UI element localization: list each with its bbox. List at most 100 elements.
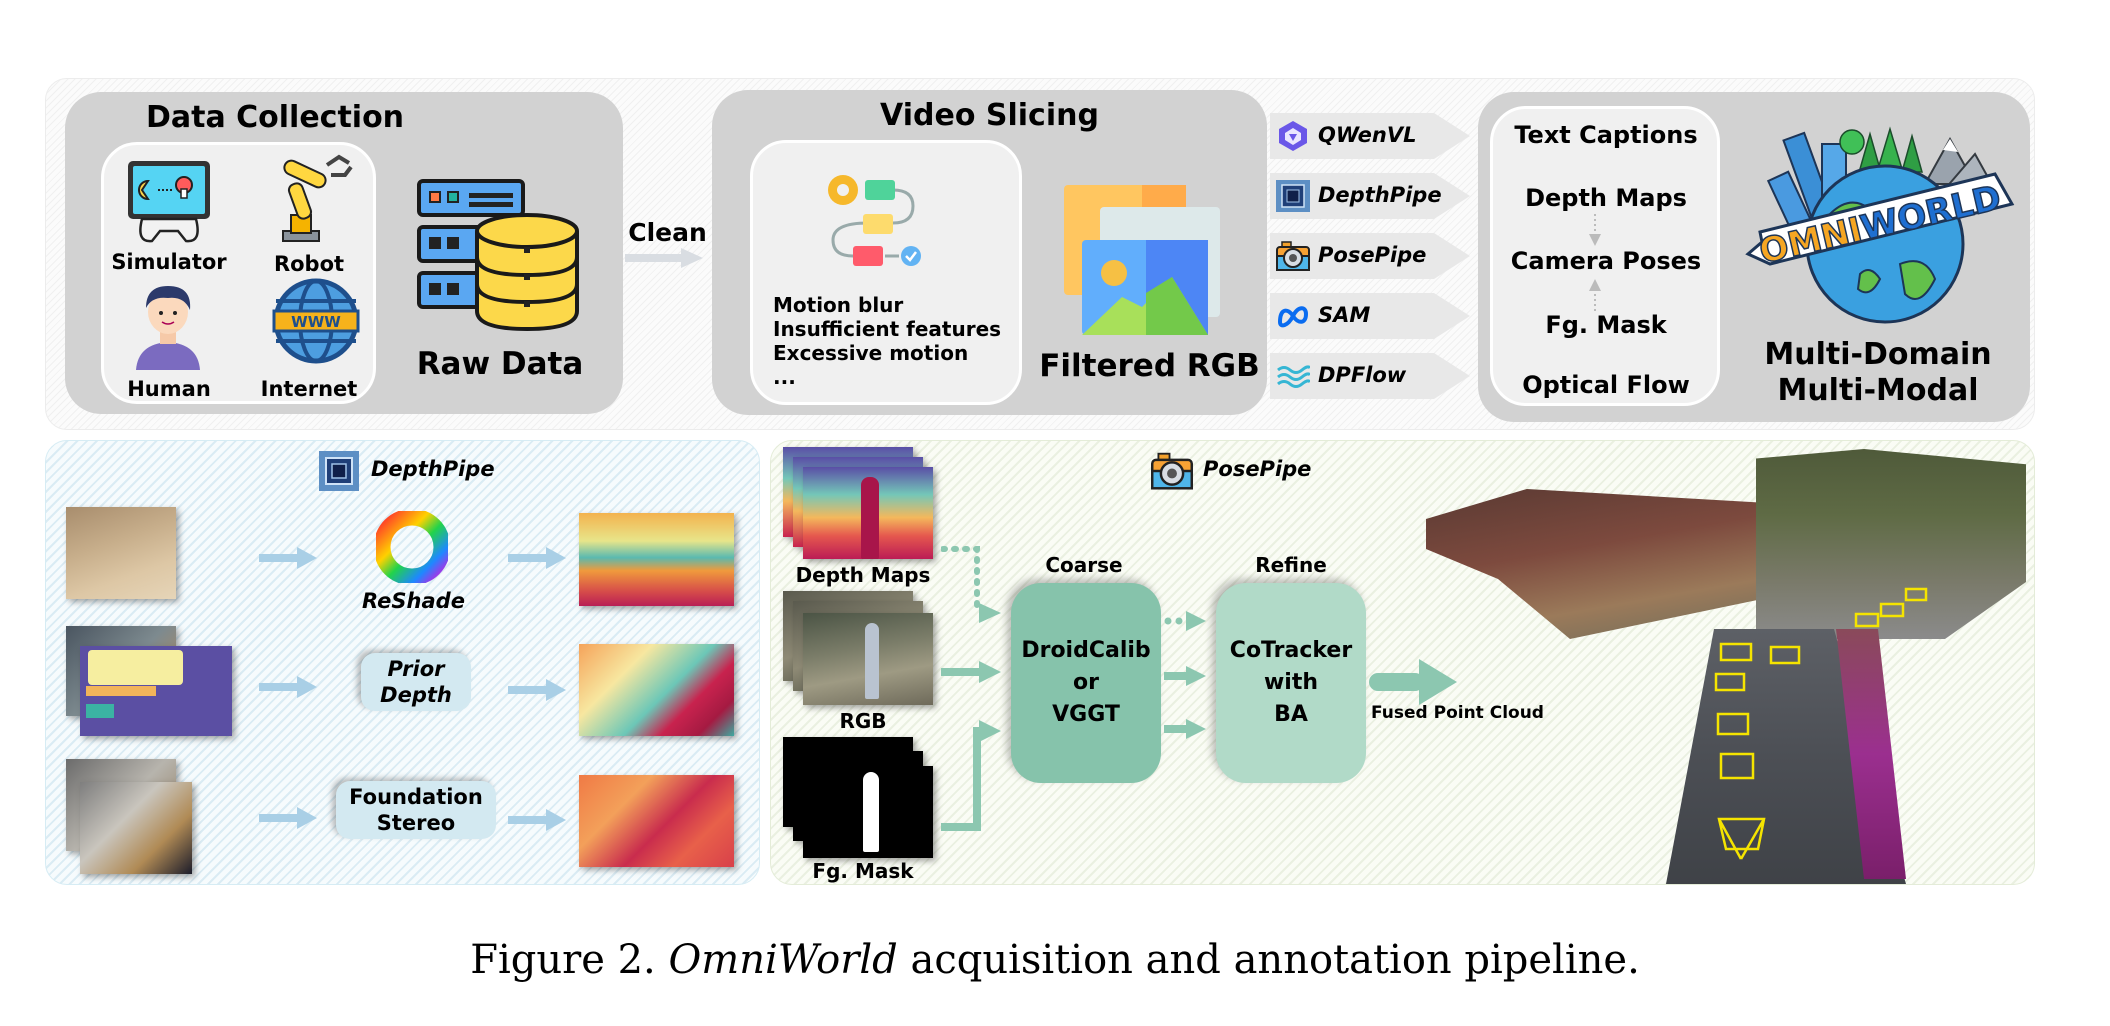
data-collection-box: Data Collection Simulator Robot	[65, 92, 623, 414]
criterion-item: Excessive motion	[773, 341, 969, 365]
tool-sam: SAM	[1270, 293, 1470, 339]
tool-depthpipe: DepthPipe	[1270, 173, 1470, 219]
depthpipe-title: DepthPipe	[371, 457, 495, 481]
source-label-robot: Robot	[273, 252, 345, 276]
qwen-logo-icon	[1279, 121, 1307, 151]
fused-point-cloud-render	[1426, 449, 2026, 884]
arrow-right-icon	[259, 807, 317, 829]
mask-frame	[803, 766, 933, 858]
tool-name: DepthPipe	[1318, 183, 1442, 207]
stage-line: DroidCalib	[1021, 638, 1151, 664]
sources-box: Simulator Robot Human WWW	[101, 142, 376, 404]
raw-data-label: Raw Data	[416, 346, 584, 382]
source-label-simulator: Simulator	[111, 250, 227, 274]
modality-text-captions: Text Captions	[1514, 121, 1698, 149]
arrow-right-icon	[508, 547, 566, 569]
video-slicing-title: Video Slicing	[880, 98, 1099, 133]
criterion-item: ...	[773, 365, 796, 389]
arrow-right-icon	[259, 676, 317, 698]
reshade-color-wheel-icon	[376, 511, 448, 583]
posepipe-title: PosePipe	[1203, 457, 1312, 481]
tool-name: PosePipe	[1318, 243, 1427, 267]
arrow-down-dotted-icon	[1589, 214, 1601, 246]
depth-square-icon	[319, 451, 359, 491]
modalities-box: Text Captions Depth Maps Camera Poses Fg…	[1490, 106, 1720, 406]
stage-header-coarse: Coarse	[1045, 553, 1123, 577]
posepipe-panel: PosePipe Depth Maps RGB Fg. Mask Coarse	[770, 440, 2035, 885]
dotted-arrow	[1164, 611, 1206, 631]
depth-output-reshade	[579, 513, 734, 606]
tool-dpflow: DPFlow	[1270, 353, 1470, 399]
caption-prefix: Figure 2.	[470, 937, 669, 983]
camera-frustums	[1714, 587, 1928, 860]
source-label-human: Human	[127, 377, 211, 401]
method-line: Prior	[387, 656, 445, 681]
waves-icon	[1277, 365, 1310, 388]
camera-icon	[1151, 452, 1193, 490]
solid-arrow	[1164, 719, 1206, 739]
fused-point-cloud-label: Fused Point Cloud	[1371, 703, 1544, 723]
stage-line: CoTracker	[1229, 638, 1353, 664]
tool-qwenvl: QWenVL	[1270, 113, 1470, 159]
solid-arrow-mask	[941, 720, 1001, 831]
arrow-right-icon	[259, 547, 317, 569]
database-server-icon	[417, 179, 579, 332]
input-sparse-depth	[80, 646, 232, 736]
depth-output-stereo	[579, 775, 734, 867]
modality-depth-maps: Depth Maps	[1525, 184, 1687, 212]
clean-label: Clean	[628, 218, 707, 247]
tool-name: DPFlow	[1318, 363, 1407, 387]
image-stack-icon	[1064, 185, 1220, 335]
tagline: Multi-Domain Multi-Modal	[1733, 337, 2023, 409]
criteria-list: Motion blur Insufficient features Excess…	[773, 293, 1001, 389]
stage-header-refine: Refine	[1255, 553, 1327, 577]
solid-arrow-rgb	[941, 661, 1001, 683]
criteria-box: Motion blur Insufficient features Excess…	[750, 140, 1022, 405]
rgb-frame	[803, 613, 933, 705]
solid-arrow	[1164, 666, 1206, 686]
input-label-depth-maps: Depth Maps	[795, 563, 931, 587]
modality-camera-poses: Camera Poses	[1510, 247, 1702, 275]
tool-posepipe: PosePipe	[1270, 233, 1470, 279]
arrow-up-dotted-icon	[1589, 279, 1601, 311]
input-label-fg-mask: Fg. Mask	[812, 859, 914, 883]
caption-rest: acquisition and annotation pipeline.	[897, 937, 1640, 983]
banner-ribbon	[1745, 172, 2015, 266]
criterion-item: Insufficient features	[773, 317, 1002, 341]
tool-name: SAM	[1318, 303, 1371, 327]
figure-caption: Figure 2. OmniWorld acquisition and anno…	[0, 937, 2110, 983]
refine-stage-box: CoTracker with BA	[1216, 583, 1366, 783]
input-connectors	[941, 546, 1001, 831]
depth-square-icon	[1276, 180, 1310, 212]
robot-arm-icon	[282, 154, 353, 242]
person-icon	[136, 286, 200, 370]
depth-frame	[803, 467, 933, 559]
source-label-internet: Internet	[260, 377, 358, 401]
caption-emphasis: OmniWorld	[668, 937, 898, 983]
dotted-arrow-depth	[941, 546, 1001, 623]
input-label-rgb: RGB	[839, 709, 887, 733]
input-game-frame	[66, 507, 176, 599]
omniworld-logo: OMNIWORLD	[1745, 126, 2015, 324]
stage-connectors	[1164, 611, 1206, 739]
depth-output-prior	[579, 644, 734, 736]
clean-arrow-icon	[625, 248, 703, 268]
stage-line: with	[1263, 670, 1319, 696]
tagline-multi-modal: Multi-Modal	[1777, 373, 1979, 408]
gamepad-monitor-icon	[128, 161, 210, 243]
stage-line: or	[1073, 670, 1099, 696]
camera-icon	[1276, 241, 1310, 271]
modality-optical-flow: Optical Flow	[1522, 371, 1690, 399]
method-line: Depth	[380, 683, 452, 707]
svg-text:WWW: WWW	[291, 313, 341, 331]
stage-line: BA	[1274, 701, 1308, 727]
www-globe-icon: WWW	[272, 278, 360, 364]
meta-infinity-icon	[1277, 306, 1309, 328]
method-line: Stereo	[376, 811, 456, 835]
stage-line: VGGT	[1052, 701, 1120, 727]
tagline-multi-domain: Multi-Domain	[1764, 337, 1992, 372]
video-slicing-box: Video Slicing Motion blur Insufficient f…	[712, 90, 1267, 415]
